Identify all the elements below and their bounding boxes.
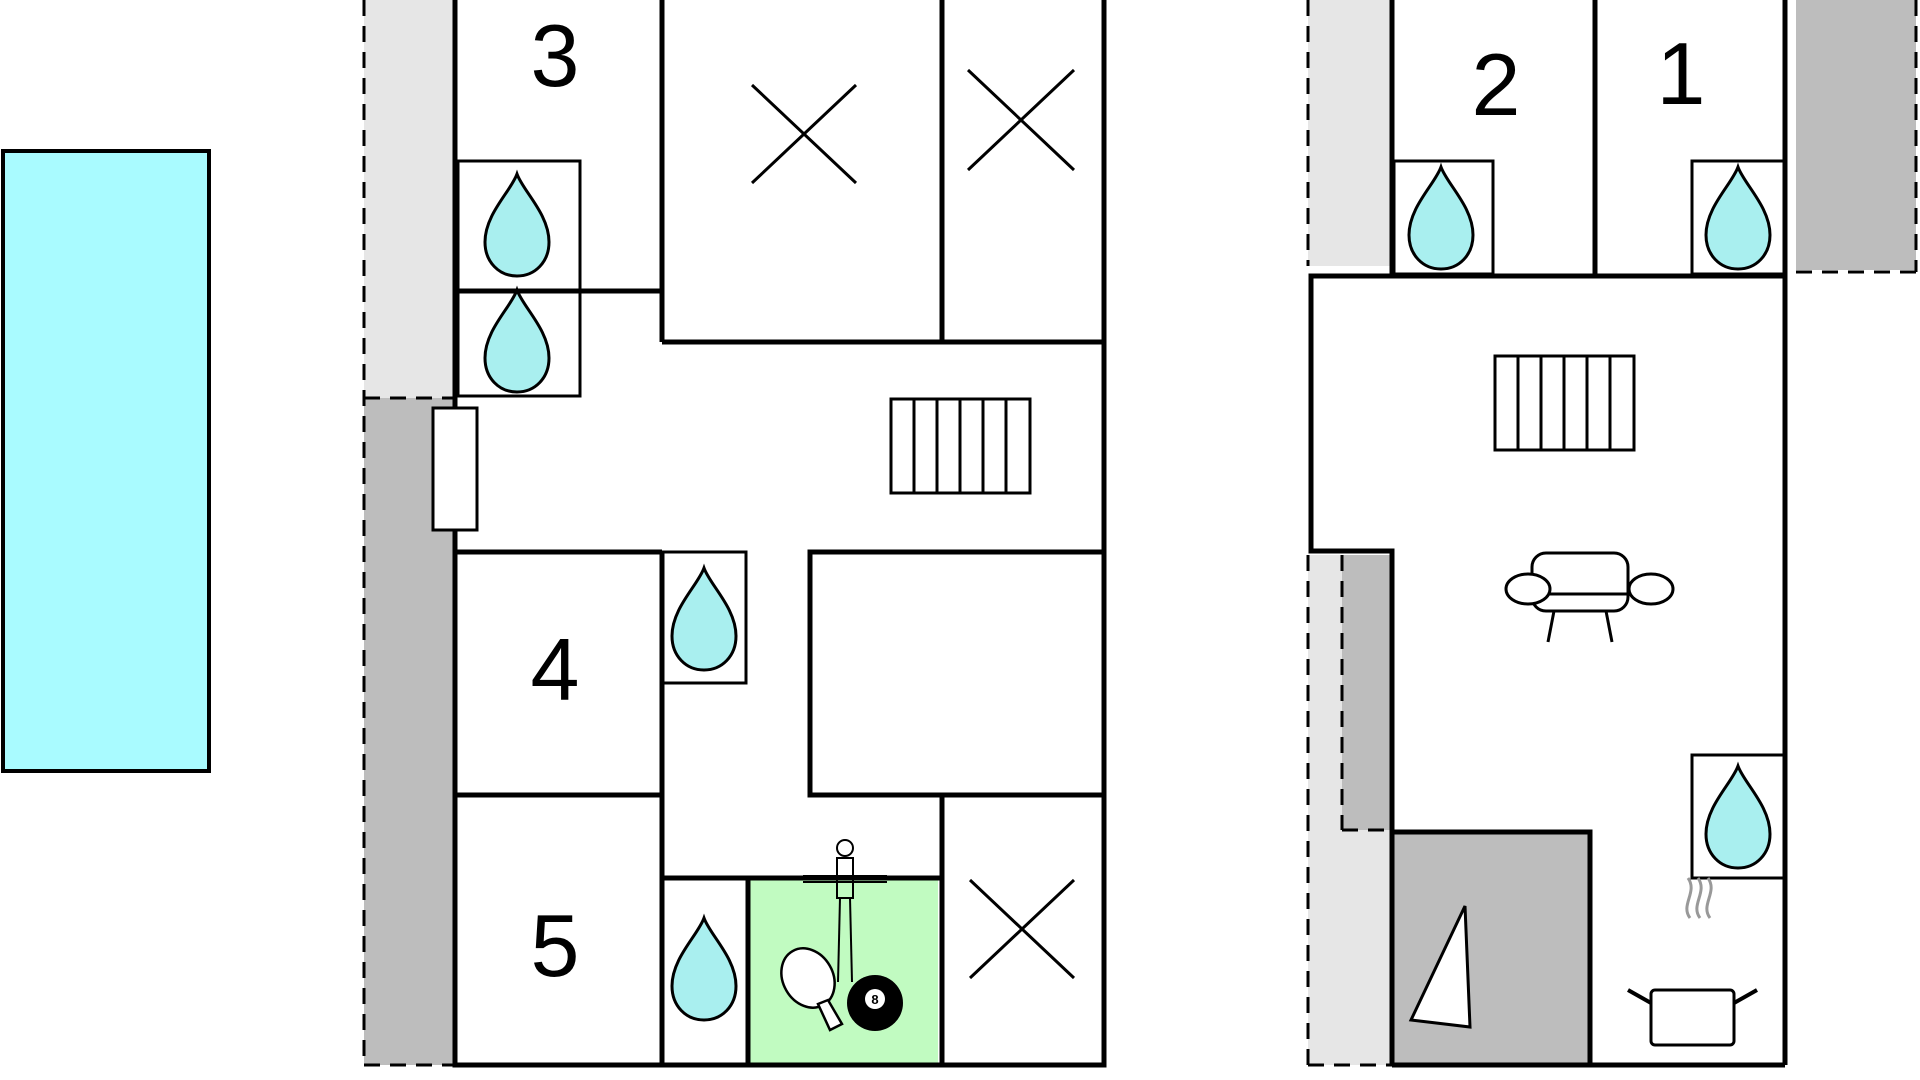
water-drop-icon [670,916,738,1022]
sofa-icon [1504,551,1675,643]
cross-marker-icon [750,83,858,185]
room-number-2: 2 [1472,35,1521,134]
eight-ball-label: 8 [871,992,878,1007]
cross-marker-icon [966,68,1076,172]
terrace-dark [1796,0,1916,270]
left-building: 8 3 4 5 [362,0,1107,1068]
water-drop-icon [483,288,551,394]
cooking-pot-icon [1627,877,1758,1047]
terrace-dark [1392,832,1588,1065]
water-drop-icon [1704,165,1772,271]
water-drop-icon [1704,764,1772,870]
water-drop-icon [483,172,551,278]
room-number-5: 5 [531,896,580,995]
room-number-1: 1 [1657,24,1706,123]
entrance-door [431,406,479,532]
swimming-pool [1,149,211,773]
terrace-light [1308,0,1394,266]
bathroom-stalls [456,159,750,1067]
game-room [748,878,938,1065]
terrace-light [364,0,453,398]
ping-pong-paddle-icon [780,947,844,1032]
cross-marker-icon [968,878,1076,980]
room-number-3: 3 [531,6,580,105]
right-building: 2 1 [1306,0,1918,1068]
stairs-icon [1493,354,1636,452]
water-drop-icon [670,566,738,672]
room-number-4: 4 [531,620,580,719]
stairs-icon [889,397,1032,495]
eight-ball-icon: 8 [847,975,903,1031]
water-drop-icon [1407,165,1475,271]
triangle-marker-icon [1408,905,1472,1029]
terrace-dark [1342,555,1392,830]
foosball-icon [803,839,887,983]
